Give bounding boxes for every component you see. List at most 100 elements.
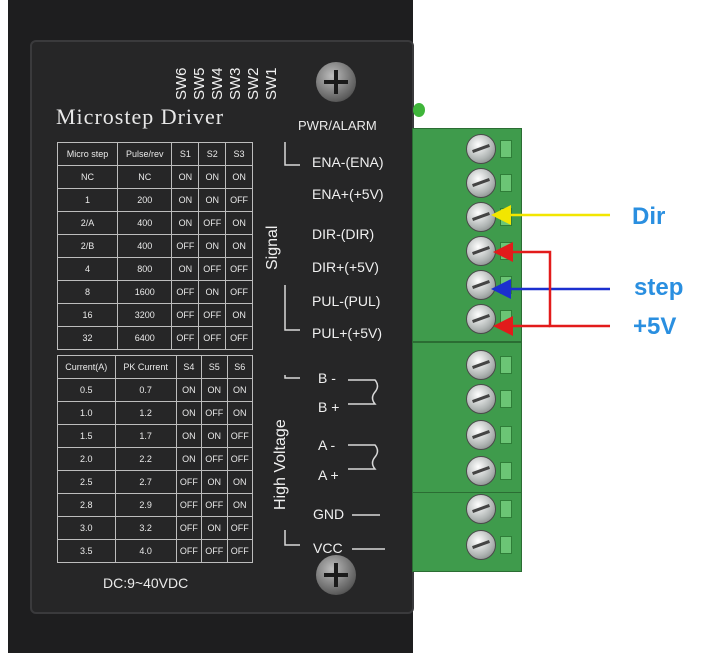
table-cell: 1.5 (57, 424, 116, 448)
table-cell: OFF (225, 326, 253, 350)
terminal-pul-plus: PUL+(+5V) (312, 325, 383, 341)
terminal-pin (500, 426, 512, 444)
table-cell: OFF (175, 493, 203, 517)
table-cell: OFF (226, 447, 254, 471)
table-cell: 400 (117, 234, 173, 258)
driver-title: Microstep Driver (56, 104, 225, 129)
table-cell: 3.5 (57, 539, 116, 563)
pwr-alarm-label: PWR/ALARM (298, 118, 377, 133)
table-cell: ON (171, 188, 200, 212)
table-cell: OFF (226, 424, 254, 448)
table-cell: 2.2 (114, 447, 177, 471)
table-cell: ON (225, 303, 253, 327)
table-cell: 16 (56, 303, 119, 327)
plus5v-arrow-dir (493, 242, 610, 328)
plus5v-annotation: +5V (633, 313, 677, 340)
table-cell: ON (225, 211, 253, 235)
table-cell: 2/B (56, 234, 119, 258)
terminal-dir-minus: DIR-(DIR) (312, 226, 375, 242)
table-cell: OFF (225, 257, 253, 281)
terminal-pin (500, 140, 512, 158)
table-cell: 2.0 (57, 447, 116, 471)
step-annotation: step (634, 274, 684, 301)
terminal-pin (500, 174, 512, 192)
terminal-vcc: VCC (313, 540, 343, 556)
dir-annotation: Dir (632, 203, 666, 230)
top-screw-icon (316, 62, 356, 102)
table-header-cell: S3 (225, 142, 253, 166)
terminal-ena-minus: ENA-(ENA) (312, 154, 384, 170)
terminal-screw-icon (466, 350, 496, 380)
table-cell: 2.7 (114, 470, 177, 494)
terminal-pin (500, 390, 512, 408)
terminal-screw-icon (466, 134, 496, 164)
terminal-ena-plus: ENA+(+5V) (312, 186, 384, 202)
table-cell: ON (225, 234, 253, 258)
table-cell: OFF (171, 326, 200, 350)
table-cell: OFF (226, 539, 254, 563)
terminal-gnd: GND (313, 506, 345, 522)
terminal-a-plus: A + (318, 467, 339, 483)
terminal-a-minus: A - (318, 437, 336, 453)
table-cell: NC (56, 165, 119, 189)
table-cell: 32 (56, 326, 119, 350)
terminal-screw-icon (466, 530, 496, 560)
terminal-b-plus: B + (318, 399, 340, 415)
terminal-screw-icon (466, 494, 496, 524)
table-cell: ON (226, 470, 254, 494)
terminal-screw-icon (466, 384, 496, 414)
table-cell: ON (201, 516, 228, 540)
terminal-dir-plus: DIR+(+5V) (312, 259, 379, 275)
table-cell: 4.0 (114, 539, 177, 563)
table-cell: 1.7 (114, 424, 177, 448)
supply-voltage-label: DC:9~40VDC (103, 575, 189, 591)
table-cell: NC (117, 165, 173, 189)
table-cell: OFF (225, 280, 253, 304)
table-cell: ON (198, 234, 227, 258)
terminal-pul-minus: PUL-(PUL) (312, 293, 381, 309)
table-cell: 1600 (117, 280, 173, 304)
terminal-pin (500, 500, 512, 518)
terminal-pin (500, 462, 512, 480)
terminal-b-minus: B - (318, 370, 336, 386)
table-cell: OFF (175, 539, 203, 563)
table-cell: 800 (117, 257, 173, 281)
table-cell: 3.0 (57, 516, 116, 540)
table-cell: 1.0 (57, 401, 116, 425)
table-cell: ON (198, 188, 227, 212)
table-cell: ON (198, 280, 227, 304)
terminal-screw-icon (466, 168, 496, 198)
table-header-cell: S1 (171, 142, 200, 166)
table-cell: OFF (198, 326, 227, 350)
table-cell: 400 (117, 211, 173, 235)
table-cell: ON (226, 401, 254, 425)
table-cell: 200 (117, 188, 173, 212)
table-cell: 6400 (117, 326, 173, 350)
table-cell: OFF (171, 234, 200, 258)
table-cell: OFF (175, 516, 203, 540)
signal-connector (412, 128, 522, 342)
table-cell: OFF (171, 280, 200, 304)
terminal-screw-icon (466, 304, 496, 334)
terminal-pin (500, 536, 512, 554)
table-cell: 1.2 (114, 401, 177, 425)
bottom-screw-icon (316, 555, 356, 595)
terminal-screw-icon (466, 420, 496, 450)
pwr-led-icon (413, 103, 425, 117)
